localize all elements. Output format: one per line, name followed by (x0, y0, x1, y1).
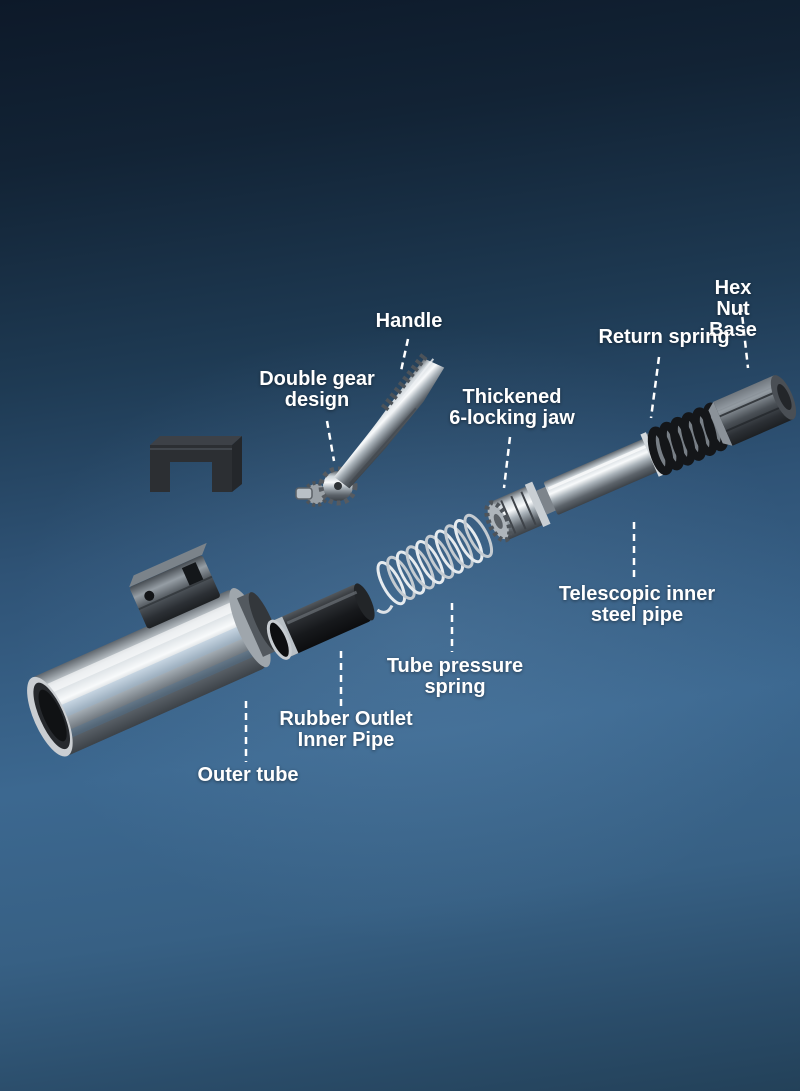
label-rubber-outlet-inner-pipe: Rubber Outlet Inner Pipe (279, 708, 413, 752)
tube-mount-bracket (129, 542, 220, 629)
label-telescopic-inner-steel-pipe: Telescopic inner steel pipe (558, 583, 716, 627)
leader-return-spring (649, 356, 661, 419)
tube-pressure-spring-graphic (376, 513, 494, 614)
leader-handle (399, 338, 410, 372)
telescopic-pipe-graphic (543, 432, 665, 515)
label-thickened-locking-jaw: Thickened 6-locking jaw (449, 386, 575, 430)
label-tube-pressure-spring: Tube pressure spring (386, 655, 524, 699)
label-outer-tube: Outer tube (197, 764, 299, 786)
label-handle: Handle (375, 310, 443, 332)
locking-jaw-graphic (484, 481, 551, 543)
handle-lever-graphic (295, 351, 445, 507)
rubber-cap-graphic (150, 436, 242, 492)
label-hex-nut-base: Hex Nut Base (709, 277, 757, 342)
leader-locking-jaw (502, 436, 512, 489)
rubber-outlet-pipe-graphic (266, 583, 375, 660)
leader-hex-nut-base (739, 304, 750, 369)
leader-double-gear (325, 420, 336, 462)
label-double-gear-design: Double gear design (259, 368, 375, 412)
outer-tube-graphic (27, 542, 279, 757)
label-return-spring: Return spring (598, 326, 730, 348)
hex-nut-graphic (708, 375, 797, 446)
coupler-body-graphic (484, 375, 797, 543)
return-spring-graphic (646, 402, 730, 476)
leader-lines (244, 304, 750, 762)
